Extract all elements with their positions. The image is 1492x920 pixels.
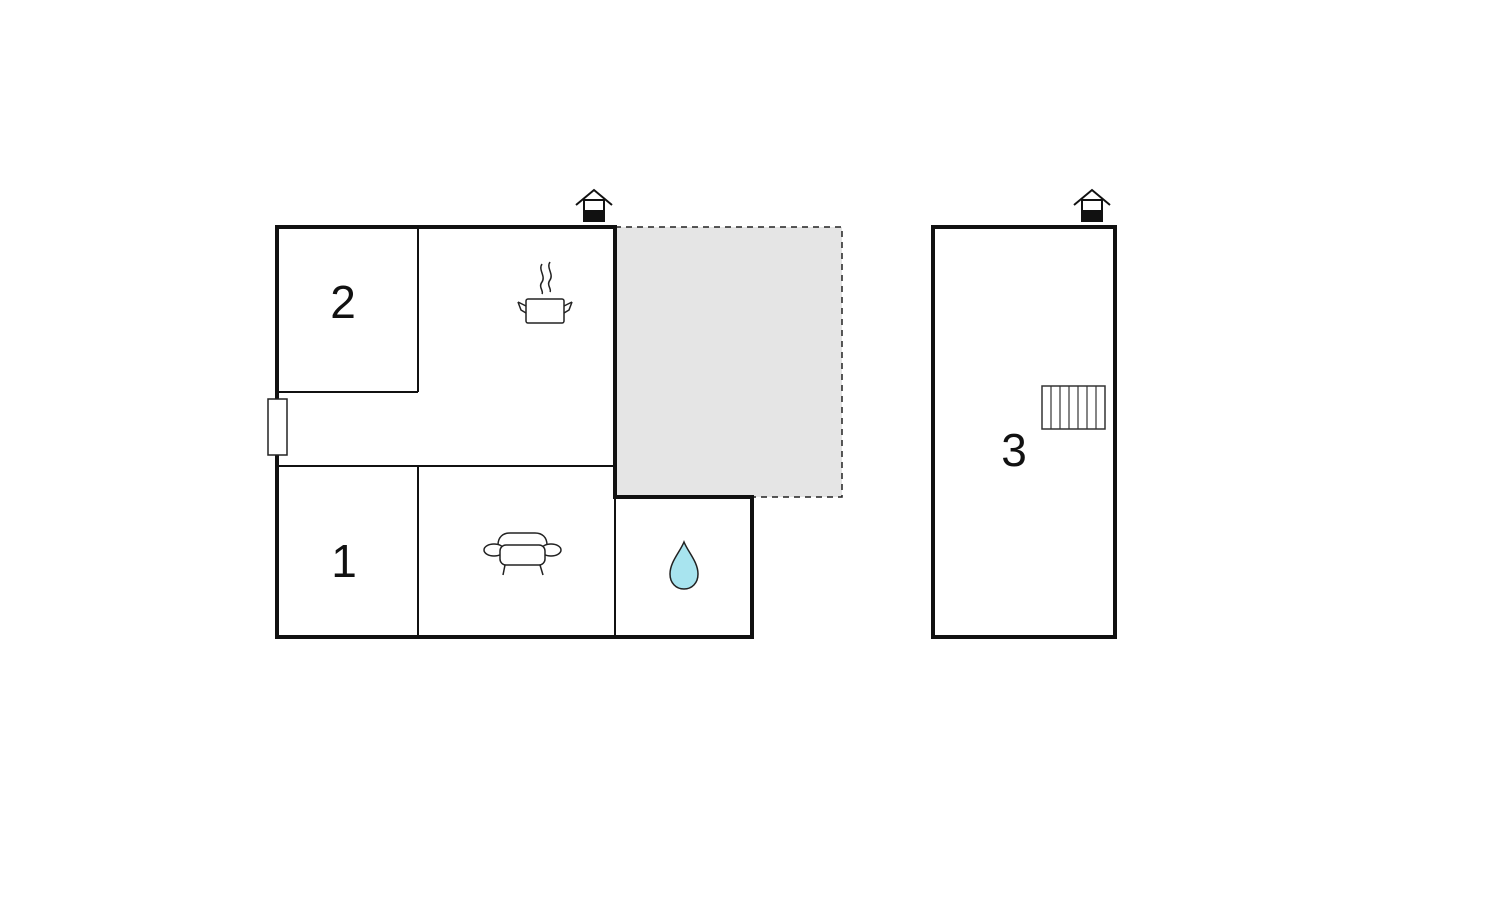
room-number-1: 1 — [331, 535, 357, 587]
room-number-2: 2 — [330, 276, 356, 328]
main-house-walls — [275, 225, 754, 639]
annex-walls — [931, 225, 1117, 639]
sofa-icon — [483, 532, 562, 576]
cooking-pot-icon — [517, 261, 573, 324]
terrace-area — [615, 227, 842, 497]
terrace-dashed-border — [615, 226, 843, 498]
water-drop-icon — [669, 539, 699, 590]
house-entrance-icon — [1073, 188, 1111, 222]
house-entrance-icon — [575, 188, 613, 222]
radiator-icon — [1041, 385, 1106, 430]
side-door-icon — [267, 398, 288, 456]
room-number-3: 3 — [1001, 424, 1027, 476]
